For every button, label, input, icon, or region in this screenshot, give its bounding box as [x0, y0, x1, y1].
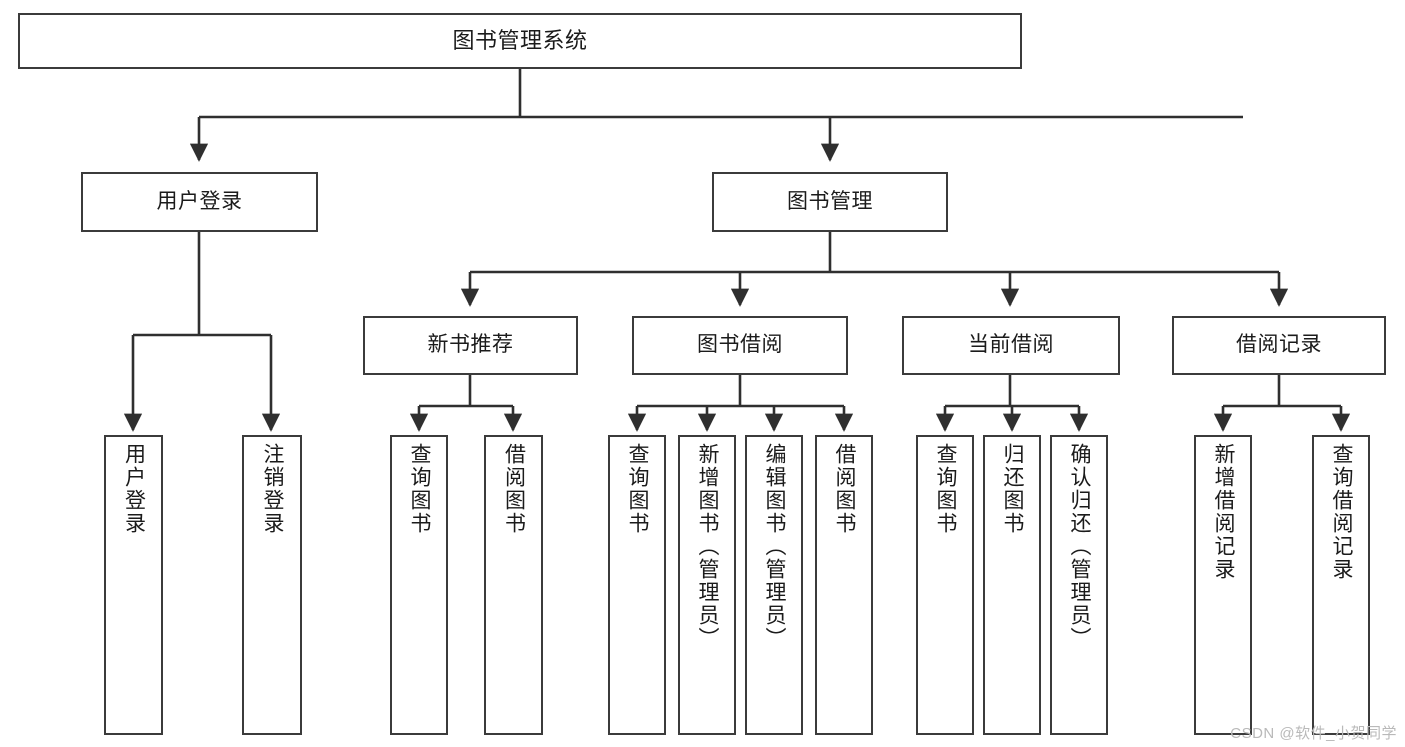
node-label: 用户登录: [122, 443, 146, 535]
node-label: 用户登录: [156, 189, 243, 213]
node-label: 新增借阅记录: [1212, 443, 1236, 581]
node-book-management[interactable]: 图书管理: [712, 172, 948, 232]
leaf-add-borrow-record[interactable]: 新增借阅记录: [1194, 435, 1252, 735]
node-label: 查询图书: [626, 443, 650, 535]
node-label: 注销登录: [261, 443, 285, 535]
node-current-borrow[interactable]: 当前借阅: [902, 316, 1120, 375]
leaf-add-book-admin[interactable]: 新增图书（管理员）: [678, 435, 736, 735]
node-label: 当前借阅: [968, 333, 1054, 357]
node-label: 确认归还（管理员）: [1068, 443, 1092, 650]
watermark: CSDN @软件_小贺同学: [1230, 725, 1397, 742]
node-label: 图书管理: [787, 189, 873, 213]
leaf-edit-book-admin[interactable]: 编辑图书（管理员）: [745, 435, 803, 735]
node-label: 新书推荐: [427, 333, 514, 357]
leaf-confirm-return-admin[interactable]: 确认归还（管理员）: [1050, 435, 1108, 735]
node-label: 归还图书: [1001, 443, 1025, 535]
node-borrow-record[interactable]: 借阅记录: [1172, 316, 1386, 375]
node-label: 查询借阅记录: [1330, 443, 1354, 581]
node-label: 编辑图书（管理员）: [763, 443, 787, 650]
node-label: 借阅图书: [833, 443, 857, 535]
node-label: 图书借阅: [697, 333, 783, 357]
node-new-book-recommend[interactable]: 新书推荐: [363, 316, 578, 375]
leaf-query-book-current[interactable]: 查询图书: [916, 435, 974, 735]
leaf-borrow-book-new-recommend[interactable]: 借阅图书: [484, 435, 543, 735]
leaf-return-book[interactable]: 归还图书: [983, 435, 1041, 735]
node-root-book-management-system[interactable]: 图书管理系统: [18, 13, 1022, 69]
node-label: 查询图书: [408, 443, 432, 535]
leaf-user-login[interactable]: 用户登录: [104, 435, 163, 735]
node-label: 图书管理系统: [452, 28, 588, 54]
leaf-query-book-borrow[interactable]: 查询图书: [608, 435, 666, 735]
node-label: 新增图书（管理员）: [696, 443, 720, 650]
leaf-query-borrow-record[interactable]: 查询借阅记录: [1312, 435, 1370, 735]
leaf-query-book-new-recommend[interactable]: 查询图书: [390, 435, 448, 735]
node-user-login[interactable]: 用户登录: [81, 172, 318, 232]
node-book-borrow[interactable]: 图书借阅: [632, 316, 848, 375]
node-label: 借阅记录: [1236, 333, 1322, 357]
node-label: 借阅图书: [502, 443, 526, 535]
leaf-logout-login[interactable]: 注销登录: [242, 435, 302, 735]
node-label: 查询图书: [934, 443, 958, 535]
leaf-borrow-book-borrow[interactable]: 借阅图书: [815, 435, 873, 735]
